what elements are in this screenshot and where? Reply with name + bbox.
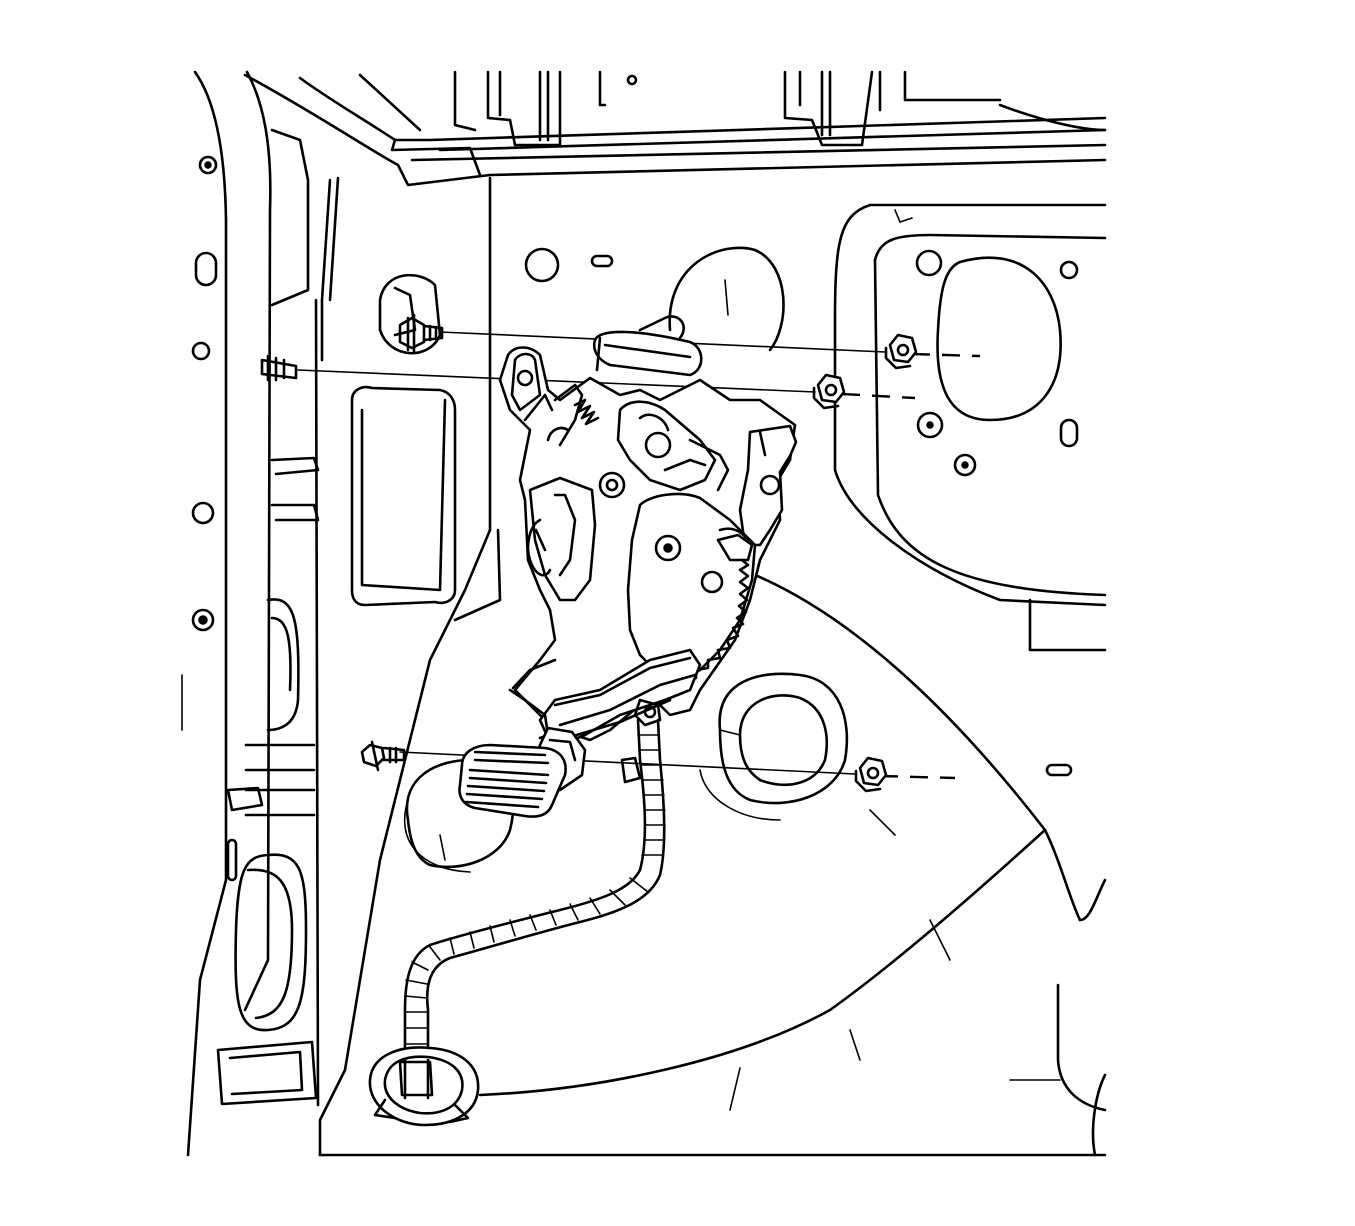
park-brake-pedal-assembly [498,315,798,794]
pillar-stud [260,354,298,382]
mounting-stud-upper [398,313,444,354]
dash-panel [318,176,1107,1157]
mounting-nut-lower [854,756,888,793]
park-brake-pedal-pad [458,743,567,818]
park-brake-cable [403,718,666,1062]
upper-cowl [243,70,1107,187]
mounting-bolt-lower [360,740,406,772]
left-door-pillar [181,70,340,1157]
mounting-nut-middle [812,373,846,410]
mounting-nut-upper [884,333,918,370]
cable-grommet [368,1046,480,1127]
